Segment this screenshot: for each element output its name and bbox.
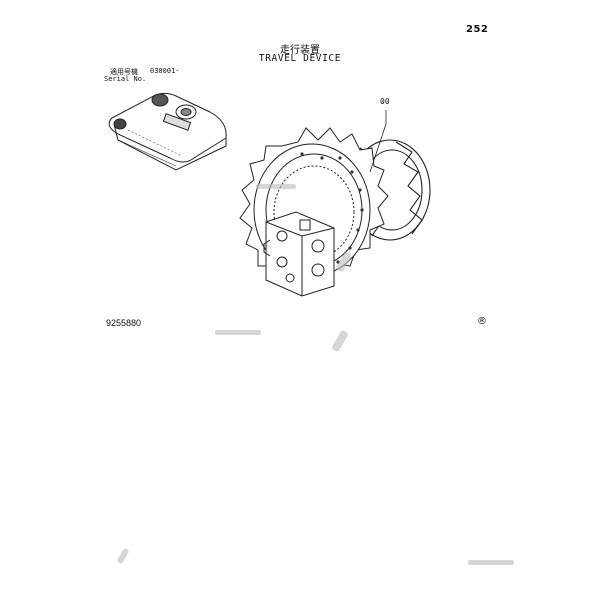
page-title-en: TRAVEL DEVICE <box>258 53 342 64</box>
callout-label: 00 <box>380 97 390 106</box>
serial-value: 030001- <box>150 67 180 75</box>
reference-number: 9255880 <box>106 318 142 328</box>
bolt-circle <box>300 152 364 264</box>
page-title-jp: 走行装置 <box>280 45 320 56</box>
registered-mark: ® <box>477 316 487 327</box>
crawler-track-thumbnail <box>108 92 227 171</box>
callout-leader-line <box>369 110 387 173</box>
serial-label-en: Serial No. <box>104 75 147 83</box>
hydraulic-motor-block <box>263 211 335 297</box>
page-number: 252 <box>466 24 489 35</box>
watermark-smudges <box>117 184 514 565</box>
serial-label-jp: 適用号機 <box>110 68 138 76</box>
